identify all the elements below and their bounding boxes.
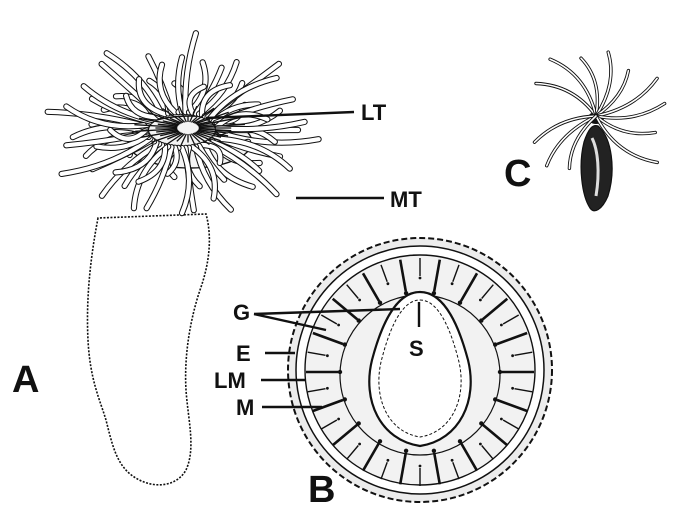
mesentery-tip <box>511 354 514 357</box>
mesentery-tip <box>511 387 514 390</box>
mesentery-tip <box>479 443 482 446</box>
mesentery-tip <box>387 459 390 462</box>
panel-letter-c: C <box>504 153 531 195</box>
mesentery-tip <box>326 354 329 357</box>
label-e: E <box>236 341 251 366</box>
label-lm: LM <box>214 368 246 393</box>
mesentery-tip <box>419 277 422 280</box>
tentacle-fill <box>178 57 182 112</box>
panel-a-drawing <box>48 33 319 485</box>
mesentery-tip <box>419 465 422 468</box>
mesentery-tip <box>479 299 482 302</box>
mesentery-tip <box>451 459 454 462</box>
label-m: M <box>236 395 254 420</box>
panel-letter-a: A <box>12 359 39 401</box>
mesentery-tip <box>337 324 340 327</box>
mesentery-tip <box>387 282 390 285</box>
mesentery-tip <box>337 418 340 421</box>
small-tentacle <box>536 84 596 117</box>
label-g: G <box>233 300 250 325</box>
mesentery-tip <box>451 282 454 285</box>
mesentery-tip <box>358 299 361 302</box>
anemone-column <box>87 214 209 485</box>
panel-c-drawing <box>535 52 665 211</box>
mesentery-tip <box>404 449 408 453</box>
panel-b-drawing <box>288 238 552 502</box>
tentacle-fill <box>160 65 175 113</box>
label-mt: MT <box>390 187 422 212</box>
mesentery-tip <box>500 324 503 327</box>
mesentery-tip <box>500 418 503 421</box>
mesentery-tip <box>358 443 361 446</box>
small-tentacle-fill <box>536 84 596 117</box>
label-s: S <box>409 336 424 361</box>
mesentery-tip <box>432 449 436 453</box>
panel-letter-b: B <box>308 469 335 506</box>
mesentery-tip <box>326 387 329 390</box>
label-lt: LT <box>361 100 387 125</box>
